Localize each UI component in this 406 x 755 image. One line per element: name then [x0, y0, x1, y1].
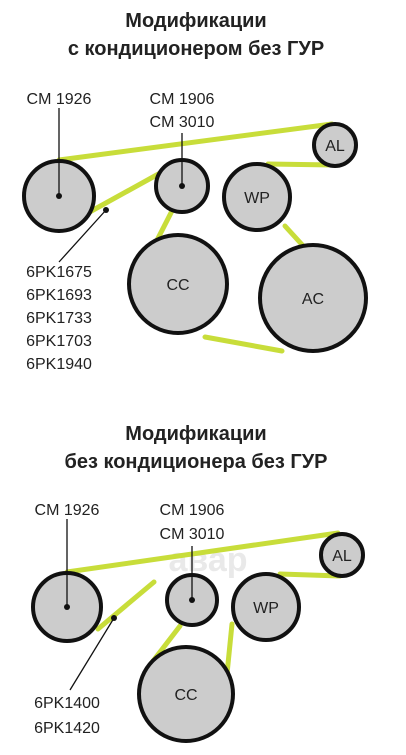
pulley-label-ac: AC — [302, 291, 324, 308]
idler-leader-dot — [189, 597, 195, 603]
belt-segment — [83, 169, 165, 217]
belt-code: 6PK1675 — [26, 264, 92, 281]
diagram-without-ac: Модификации без кондиционера без ГУР AL … — [31, 423, 365, 743]
diagram2-title-line2: без кондиционера без ГУР — [64, 451, 327, 473]
pulley-label-al: AL — [332, 548, 352, 565]
diagram2-title-line1: Модификации — [125, 423, 266, 445]
belt-leader-line — [69, 617, 115, 691]
alternator-pulley — [312, 122, 358, 168]
belt-segment — [202, 334, 285, 354]
belt-code: 6PK1400 — [34, 695, 100, 712]
crank-label: CM 1926 — [35, 502, 100, 519]
diagram1-belt — [56, 121, 337, 354]
belt-leader-line — [58, 209, 107, 263]
pulley-label-wp: WP — [244, 190, 270, 207]
idler-label-2: CM 3010 — [150, 114, 215, 131]
water-pump-pulley — [231, 572, 301, 642]
crank-leader-dot — [56, 193, 62, 199]
idler-leader-dot — [179, 183, 185, 189]
idler-label-2: CM 3010 — [160, 526, 225, 543]
idler-label-1: CM 1906 — [160, 502, 225, 519]
pulley-label-al: AL — [325, 138, 345, 155]
belt-segment — [265, 161, 337, 168]
crank-leader-dot — [64, 604, 70, 610]
belt-segment — [64, 530, 341, 575]
belt-segment — [56, 121, 335, 163]
belt-code: 6PK1703 — [26, 333, 92, 350]
compressor-cc-pulley — [137, 645, 235, 743]
pulley-label-cc: CC — [174, 687, 197, 704]
diagram1-title-line1: Модификации — [125, 10, 266, 32]
belt-segment — [277, 571, 343, 579]
crank-label: CM 1926 — [27, 91, 92, 108]
belt-leader-dot — [103, 207, 109, 213]
pulley-label-cc: CC — [166, 277, 189, 294]
belt-code: 6PK1420 — [34, 720, 100, 737]
diagram1-title-line2: с кондиционером без ГУР — [68, 38, 324, 60]
ac-compressor-pulley — [258, 243, 368, 353]
water-pump-pulley — [222, 162, 292, 232]
pulley-label-wp: WP — [253, 600, 279, 617]
idler-label-1: CM 1906 — [150, 91, 215, 108]
belt-segment — [95, 579, 157, 632]
belt-code: 6PK1940 — [26, 356, 92, 373]
diagram-with-ac: Модификации с кондиционером без ГУР AL W… — [22, 10, 368, 373]
belt-code: 6PK1733 — [26, 310, 92, 327]
alternator-pulley — [319, 532, 365, 578]
belt-code: 6PK1693 — [26, 287, 92, 304]
belt-leader-dot — [111, 615, 117, 621]
compressor-cc-pulley — [127, 233, 229, 335]
